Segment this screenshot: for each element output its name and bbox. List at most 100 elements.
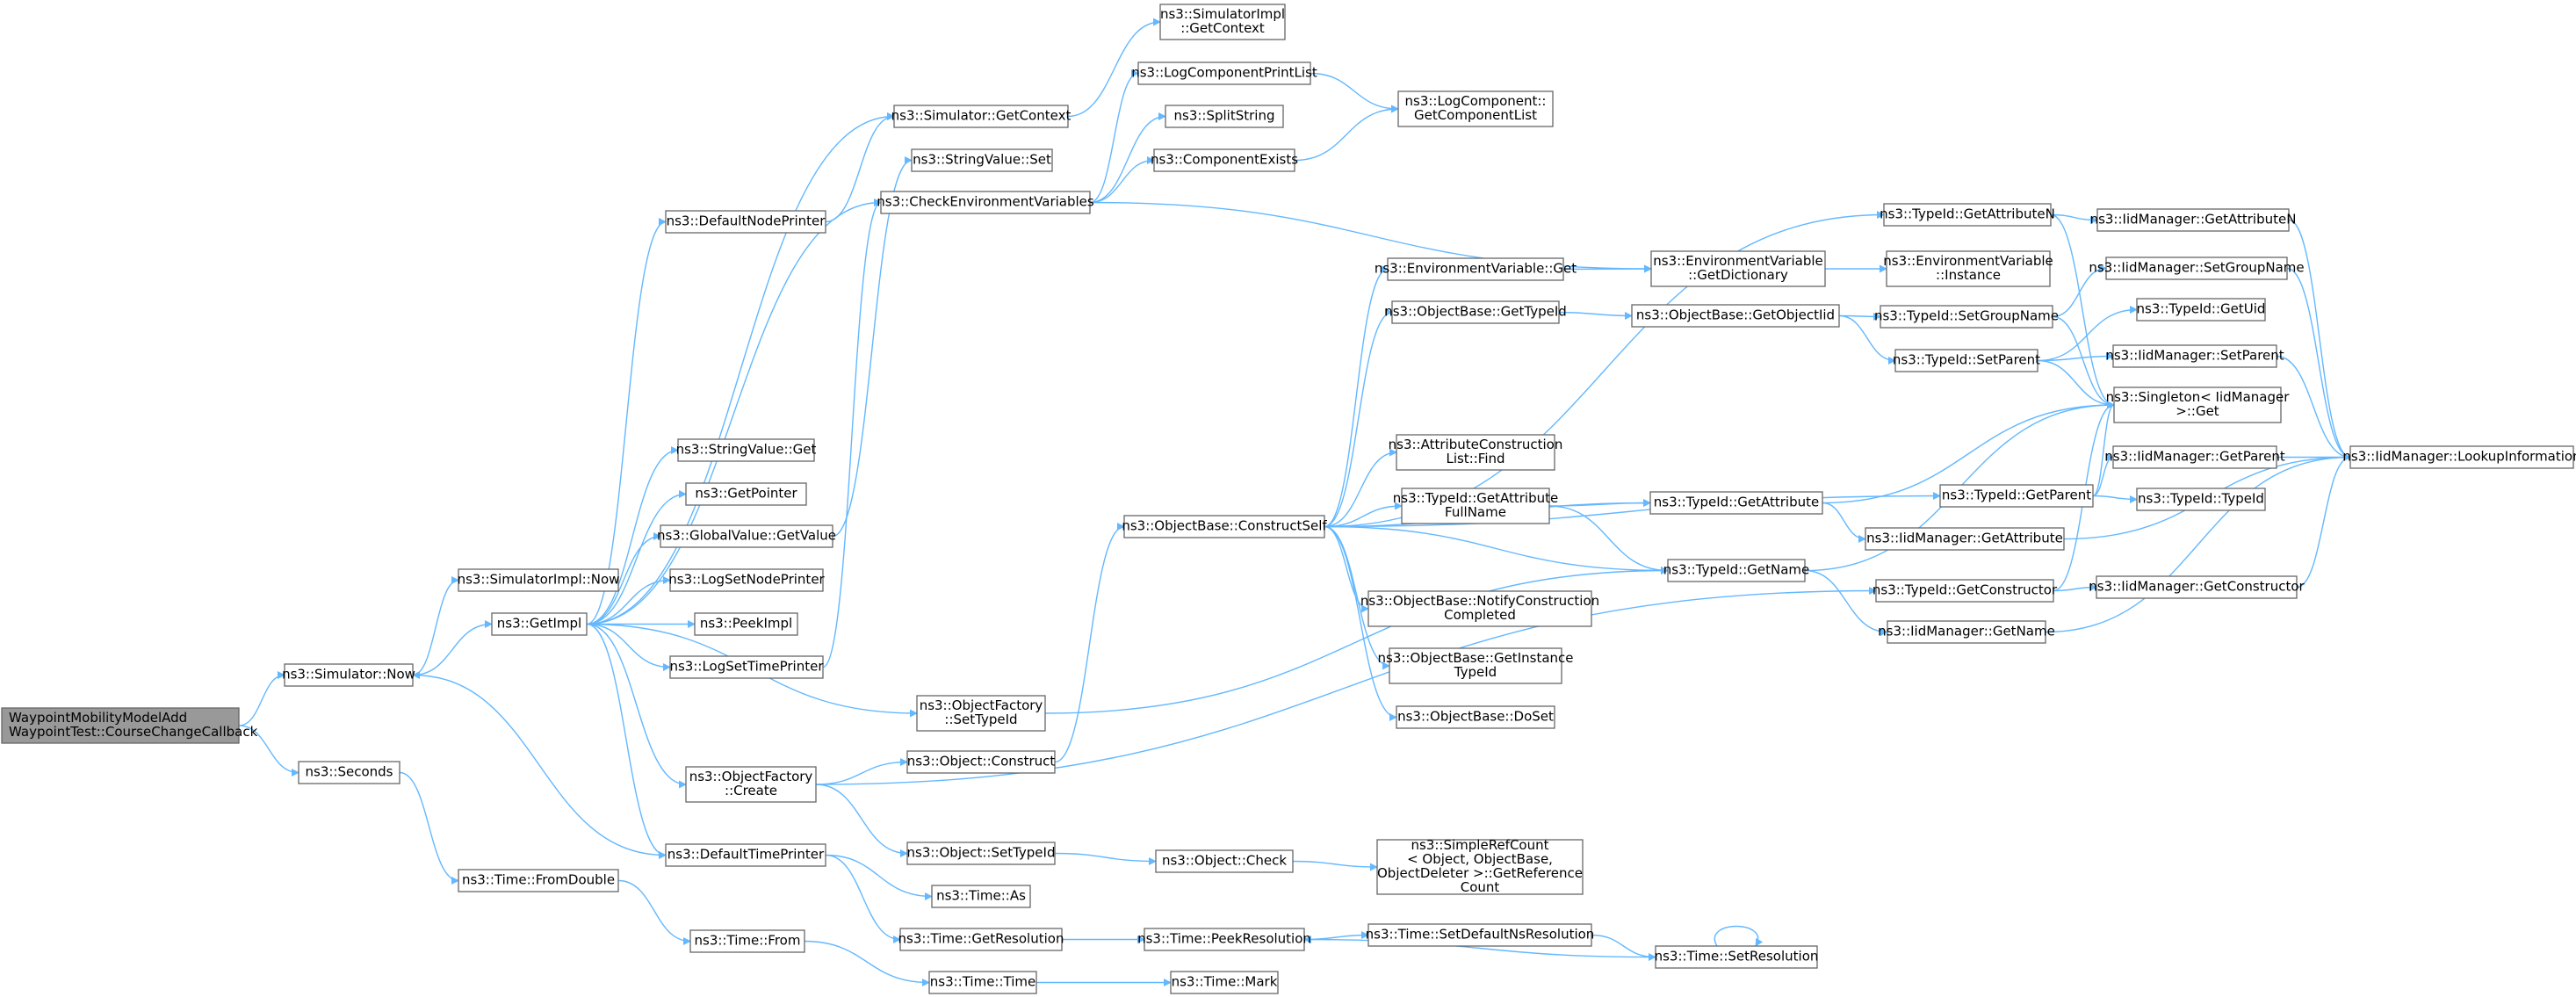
node-obj-base-get-type-id[interactable]: ns3::ObjectBase::GetTypeId <box>1384 300 1567 324</box>
node-string-value-set[interactable]: ns3::StringValue::Set <box>911 148 1053 172</box>
node-iid-mgr-get-attribute[interactable]: ns3::IidManager::GetAttribute <box>1865 527 2065 551</box>
node-box[interactable] <box>689 929 805 953</box>
node-type-id-get-attribute-n[interactable]: ns3::TypeId::GetAttributeN <box>1880 203 2055 227</box>
node-obj-base-get-object-iid[interactable]: ns3::ObjectBase::GetObjectIid <box>1631 304 1840 328</box>
node-log-comp-get-list[interactable]: ns3::LogComponent::GetComponentList <box>1397 90 1554 127</box>
node-box[interactable] <box>1875 579 2054 603</box>
node-box[interactable] <box>1389 647 1562 684</box>
node-iid-mgr-get-name[interactable]: ns3::IidManager::GetName <box>1878 620 2055 644</box>
node-string-value-get[interactable]: ns3::StringValue::Get <box>676 438 817 462</box>
node-iid-mgr-set-group-name[interactable]: ns3::IidManager::SetGroupName <box>2089 256 2305 280</box>
node-box[interactable] <box>899 928 1063 951</box>
node-object-construct[interactable]: ns3::Object::Construct <box>906 750 1056 774</box>
node-time-set-resolution[interactable]: ns3::Time::SetResolution <box>1655 945 1819 969</box>
node-box[interactable] <box>665 210 826 234</box>
node-box[interactable] <box>665 843 826 867</box>
node-box[interactable] <box>1159 4 1286 40</box>
node-type-id-set-group-name[interactable]: ns3::TypeId::SetGroupName <box>1874 305 2059 329</box>
node-box[interactable] <box>2349 445 2574 469</box>
node-box[interactable] <box>669 655 824 679</box>
node-box[interactable] <box>2105 256 2288 280</box>
node-box[interactable] <box>928 971 1037 994</box>
node-get-pointer[interactable]: ns3::GetPointer <box>685 482 807 506</box>
node-box[interactable] <box>1367 590 1592 627</box>
node-box[interactable] <box>458 568 619 592</box>
node-box[interactable] <box>1165 105 1284 128</box>
node-box[interactable] <box>1123 515 1325 538</box>
node-box[interactable] <box>1397 90 1554 127</box>
node-env-var-get-dictionary[interactable]: ns3::EnvironmentVariable::GetDictionary <box>1650 250 1826 287</box>
node-box[interactable] <box>1883 203 2052 227</box>
node-box[interactable] <box>1667 559 1806 582</box>
node-default-time-printer[interactable]: ns3::DefaultTimePrinter <box>665 843 826 867</box>
node-box[interactable] <box>685 766 817 803</box>
node-type-id-get-parent[interactable]: ns3::TypeId::GetParent <box>1939 484 2094 508</box>
node-time-time[interactable]: ns3::Time::Time <box>928 971 1037 994</box>
node-time-get-resolution[interactable]: ns3::Time::GetResolution <box>898 928 1064 951</box>
node-time-mark[interactable]: ns3::Time::Mark <box>1170 971 1279 994</box>
node-singleton-get[interactable]: ns3::Singleton< IidManager>::Get <box>2106 387 2291 423</box>
node-time-set-default-ns-res[interactable]: ns3::Time::SetDefaultNsResolution <box>1366 923 1595 947</box>
node-type-id-get-attribute[interactable]: ns3::TypeId::GetAttribute <box>1649 491 1823 515</box>
node-default-node-printer[interactable]: ns3::DefaultNodePrinter <box>665 210 826 234</box>
node-get-impl[interactable]: ns3::GetImpl <box>491 612 588 636</box>
node-obj-base-do-set[interactable]: ns3::ObjectBase::DoSet <box>1396 705 1555 729</box>
node-box[interactable] <box>1939 484 2094 508</box>
node-time-peek-resolution[interactable]: ns3::Time::PeekResolution <box>1137 928 1311 951</box>
node-component-exists[interactable]: ns3::ComponentExists <box>1151 148 1298 172</box>
node-box[interactable] <box>1886 250 2051 287</box>
node-seconds[interactable]: ns3::Seconds <box>298 761 400 784</box>
node-box[interactable] <box>1153 148 1295 172</box>
node-box[interactable] <box>1894 349 2038 372</box>
node-obj-base-construct-self[interactable]: ns3::ObjectBase::ConstructSelf <box>1122 515 1327 538</box>
node-box[interactable] <box>906 750 1056 774</box>
node-box[interactable] <box>2112 344 2277 368</box>
node-type-id-get-name[interactable]: ns3::TypeId::GetName <box>1663 559 1809 582</box>
node-box[interactable] <box>1396 434 1555 471</box>
node-box[interactable] <box>685 482 807 506</box>
node-box[interactable] <box>893 105 1069 128</box>
node-time-from[interactable]: ns3::Time::From <box>689 929 805 953</box>
node-box[interactable] <box>2113 387 2282 423</box>
node-box[interactable] <box>906 842 1056 865</box>
node-check-env-vars[interactable]: ns3::CheckEnvironmentVariables <box>877 191 1094 214</box>
node-box[interactable] <box>1391 300 1560 324</box>
node-object-set-type-id[interactable]: ns3::Object::SetTypeId <box>906 842 1056 865</box>
node-box[interactable] <box>694 612 798 636</box>
node-from-double[interactable]: ns3::Time::FromDouble <box>458 869 619 892</box>
node-box[interactable] <box>669 568 824 592</box>
node-box[interactable] <box>284 663 414 687</box>
node-box[interactable] <box>931 885 1031 908</box>
node-box[interactable] <box>1367 923 1592 947</box>
node-simple-ref-count[interactable]: ns3::SimpleRefCount< Object, ObjectBase,… <box>1376 837 1584 895</box>
node-box[interactable] <box>298 761 400 784</box>
node-iid-mgr-get-parent[interactable]: ns3::IidManager::GetParent <box>2104 445 2285 469</box>
node-sim-get-context[interactable]: ns3::Simulator::GetContext <box>891 105 1072 128</box>
node-obj-base-notify-constr[interactable]: ns3::ObjectBase::NotifyConstructionCompl… <box>1360 590 1599 627</box>
node-obj-factory-create[interactable]: ns3::ObjectFactory::Create <box>685 766 817 803</box>
node-box[interactable] <box>660 524 833 548</box>
node-box[interactable] <box>1155 849 1294 873</box>
node-global-value-get-value[interactable]: ns3::GlobalValue::GetValue <box>657 524 836 548</box>
node-env-var-instance[interactable]: ns3::EnvironmentVariable::Instance <box>1883 250 2053 287</box>
node-box[interactable] <box>2112 445 2277 469</box>
node-box[interactable] <box>1137 61 1311 85</box>
node-box[interactable] <box>880 191 1091 214</box>
node-box[interactable] <box>1376 839 1584 895</box>
node-type-id-type-id[interactable]: ns3::TypeId::TypeId <box>2136 488 2266 511</box>
node-split-string[interactable]: ns3::SplitString <box>1165 105 1284 128</box>
node-box[interactable] <box>1396 705 1555 729</box>
node-log-set-node-printer[interactable]: ns3::LogSetNodePrinter <box>668 568 826 592</box>
node-box[interactable] <box>911 148 1053 172</box>
node-sim-impl-get-context[interactable]: ns3::SimulatorImpl::GetContext <box>1159 4 1286 40</box>
node-sim-impl-now[interactable]: ns3::SimulatorImpl::Now <box>458 568 620 592</box>
node-log-set-time-printer[interactable]: ns3::LogSetTimePrinter <box>669 655 824 679</box>
node-env-var-get[interactable]: ns3::EnvironmentVariable::Get <box>1375 257 1577 281</box>
node-box[interactable] <box>1865 527 2065 551</box>
node-obj-factory-set-type-id[interactable]: ns3::ObjectFactory::SetTypeId <box>916 695 1046 732</box>
node-iid-mgr-get-attribute-n[interactable]: ns3::IidManager::GetAttributeN <box>2090 208 2297 232</box>
node-box[interactable] <box>2096 575 2298 599</box>
